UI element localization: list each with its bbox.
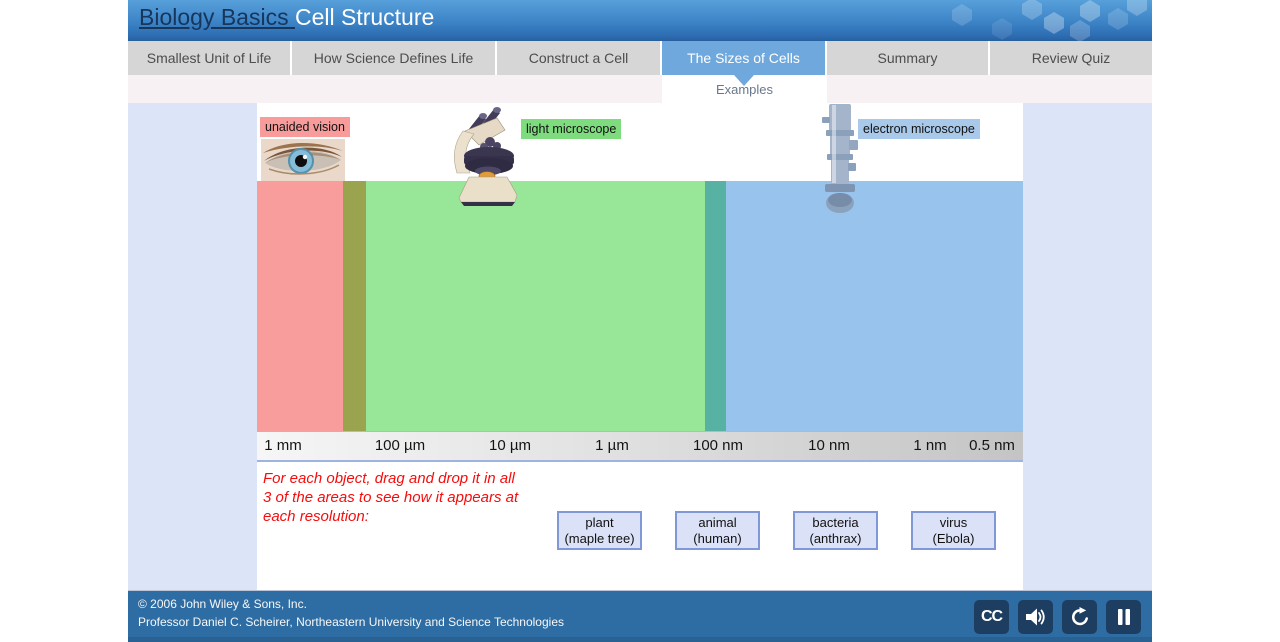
tab-the-sizes-of-cells[interactable]: The Sizes of Cells <box>662 41 827 75</box>
tab-smallest-unit-of-life[interactable]: Smallest Unit of Life <box>128 41 292 75</box>
tick-05nm: 0.5 nm <box>969 437 1015 454</box>
pause-icon <box>1117 609 1130 625</box>
copyright-text: © 2006 John Wiley & Sons, Inc. <box>138 597 307 611</box>
credit-text: Professor Daniel C. Scheirer, Northeaste… <box>138 615 564 629</box>
media-controls: CC <box>974 600 1141 634</box>
footer: © 2006 John Wiley & Sons, Inc. Professor… <box>128 590 1152 642</box>
application-window: Biology Basics Cell Structure Smallest U… <box>128 0 1152 642</box>
tick-100um: 100 µm <box>374 437 426 454</box>
content-area: unaided vision light microscope electron… <box>128 103 1152 590</box>
size-scale-zones <box>257 181 1023 431</box>
unaided-vision-zone[interactable] <box>257 181 343 431</box>
light-microscope-label: light microscope <box>521 119 622 139</box>
tab-how-science-defines-life[interactable]: How Science Defines Life <box>292 41 497 75</box>
subnav-item-examples[interactable]: Examples <box>662 75 827 103</box>
electron-microscope-image <box>822 104 858 213</box>
replay-button[interactable] <box>1062 600 1097 634</box>
tab-review-quiz[interactable]: Review Quiz <box>1031 50 1111 66</box>
drag-drop-instruction: For each object, drag and drop it in all… <box>263 470 519 525</box>
tick-100nm: 100 nm <box>692 437 744 454</box>
tick-10nm: 10 nm <box>808 437 850 454</box>
tab-summary[interactable]: Summary <box>827 41 990 75</box>
drag-item-virus[interactable]: virus (Ebola) <box>911 511 996 550</box>
hexagon-decoration <box>952 0 1147 41</box>
closed-captions-button[interactable]: CC <box>974 600 1009 634</box>
light-electron-overlap-zone[interactable] <box>705 181 726 431</box>
tick-10um: 10 µm <box>489 437 531 454</box>
audio-button[interactable] <box>1018 600 1053 634</box>
light-microscope-image <box>454 107 518 206</box>
unaided-vision-label: unaided vision <box>260 117 350 137</box>
pause-button[interactable] <box>1106 600 1141 634</box>
subnav-examples-label: Examples <box>715 81 774 97</box>
eye-image <box>261 139 345 181</box>
main-nav: Smallest Unit of Life How Science Define… <box>128 41 1152 75</box>
size-scale-axis: 1 mm 100 µm 10 µm 1 µm 100 nm 10 nm 1 nm… <box>257 431 1023 462</box>
light-microscope-zone[interactable] <box>366 181 705 431</box>
module-title: Cell Structure <box>294 4 435 30</box>
speaker-icon <box>1025 608 1045 626</box>
active-tab-pointer-icon <box>734 75 754 86</box>
electron-microscope-zone[interactable] <box>726 181 1023 431</box>
tick-1nm: 1 nm <box>913 437 947 454</box>
sub-nav: Examples <box>128 75 1152 103</box>
drag-item-plant[interactable]: plant (maple tree) <box>557 511 642 550</box>
electron-microscope-label: electron microscope <box>858 119 980 139</box>
tab-construct-a-cell[interactable]: Construct a Cell <box>497 41 662 75</box>
replay-icon <box>1071 607 1088 626</box>
drag-item-animal[interactable]: animal (human) <box>675 511 760 550</box>
unaided-light-overlap-zone[interactable] <box>343 181 366 431</box>
drag-item-bacteria[interactable]: bacteria (anthrax) <box>793 511 878 550</box>
header: Biology Basics Cell Structure <box>128 0 1152 41</box>
tick-1um: 1 µm <box>595 437 629 454</box>
brand-title: Biology Basics <box>139 4 295 30</box>
tick-1mm: 1 mm <box>264 437 302 454</box>
page-title: Biology Basics Cell Structure <box>139 4 434 31</box>
closed-captions-icon: CC <box>980 608 1003 625</box>
diagram-panel: unaided vision light microscope electron… <box>257 103 1023 590</box>
